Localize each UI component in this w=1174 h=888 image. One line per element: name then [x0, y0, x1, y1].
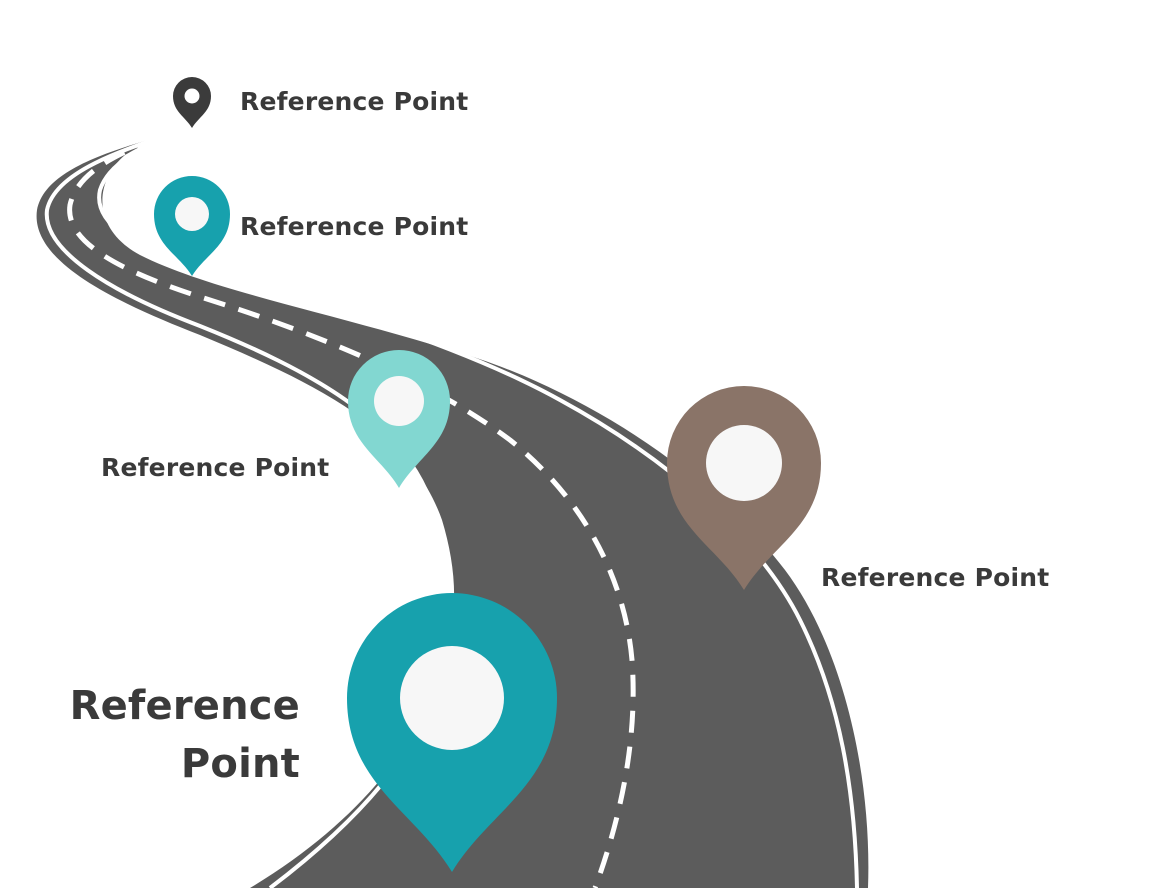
map-pin-icon	[154, 176, 230, 276]
reference-point-label-3: Reference Point	[101, 453, 330, 482]
map-pin-icon	[667, 386, 821, 590]
road-surface	[36, 128, 869, 888]
map-pin-hole	[706, 425, 782, 501]
reference-point-label-1: Reference Point	[240, 87, 469, 116]
map-pin-icon	[173, 77, 211, 128]
map-pin-icon	[347, 593, 557, 872]
map-pin-hole	[184, 88, 200, 104]
reference-point-label-4: Reference Point	[821, 563, 1050, 592]
map-pin-hole	[175, 197, 209, 231]
map-pin-hole	[400, 646, 504, 750]
reference-point-label-5: Reference Point	[69, 683, 300, 787]
road-edge-line-right	[97, 126, 859, 888]
map-pin-icon	[348, 350, 450, 488]
reference-point-label-2: Reference Point	[240, 212, 469, 241]
map-pin-hole	[374, 376, 424, 426]
pins-layer	[154, 77, 821, 872]
